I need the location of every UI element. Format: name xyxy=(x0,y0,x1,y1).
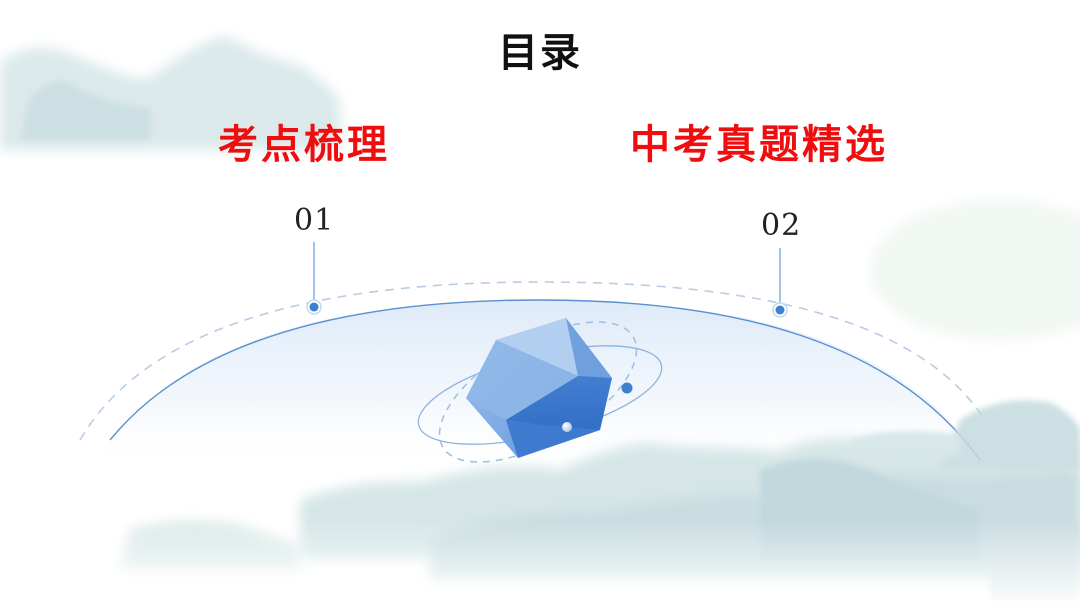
mountains-top-left xyxy=(0,36,340,150)
dome-dashed-arc xyxy=(79,281,986,441)
section-number-01: 01 xyxy=(294,203,335,238)
section-label-02[interactable]: 中考真题精选 xyxy=(630,122,888,168)
slide-title: 目录 xyxy=(498,30,582,76)
icosahedron-crystal-icon xyxy=(417,318,663,463)
dome-arc xyxy=(109,299,981,461)
node-marker-02-dot xyxy=(775,305,785,315)
section-number-02: 02 xyxy=(761,208,802,243)
node-marker-01-dot xyxy=(309,302,319,312)
section-label-01[interactable]: 考点梳理 xyxy=(218,122,390,168)
